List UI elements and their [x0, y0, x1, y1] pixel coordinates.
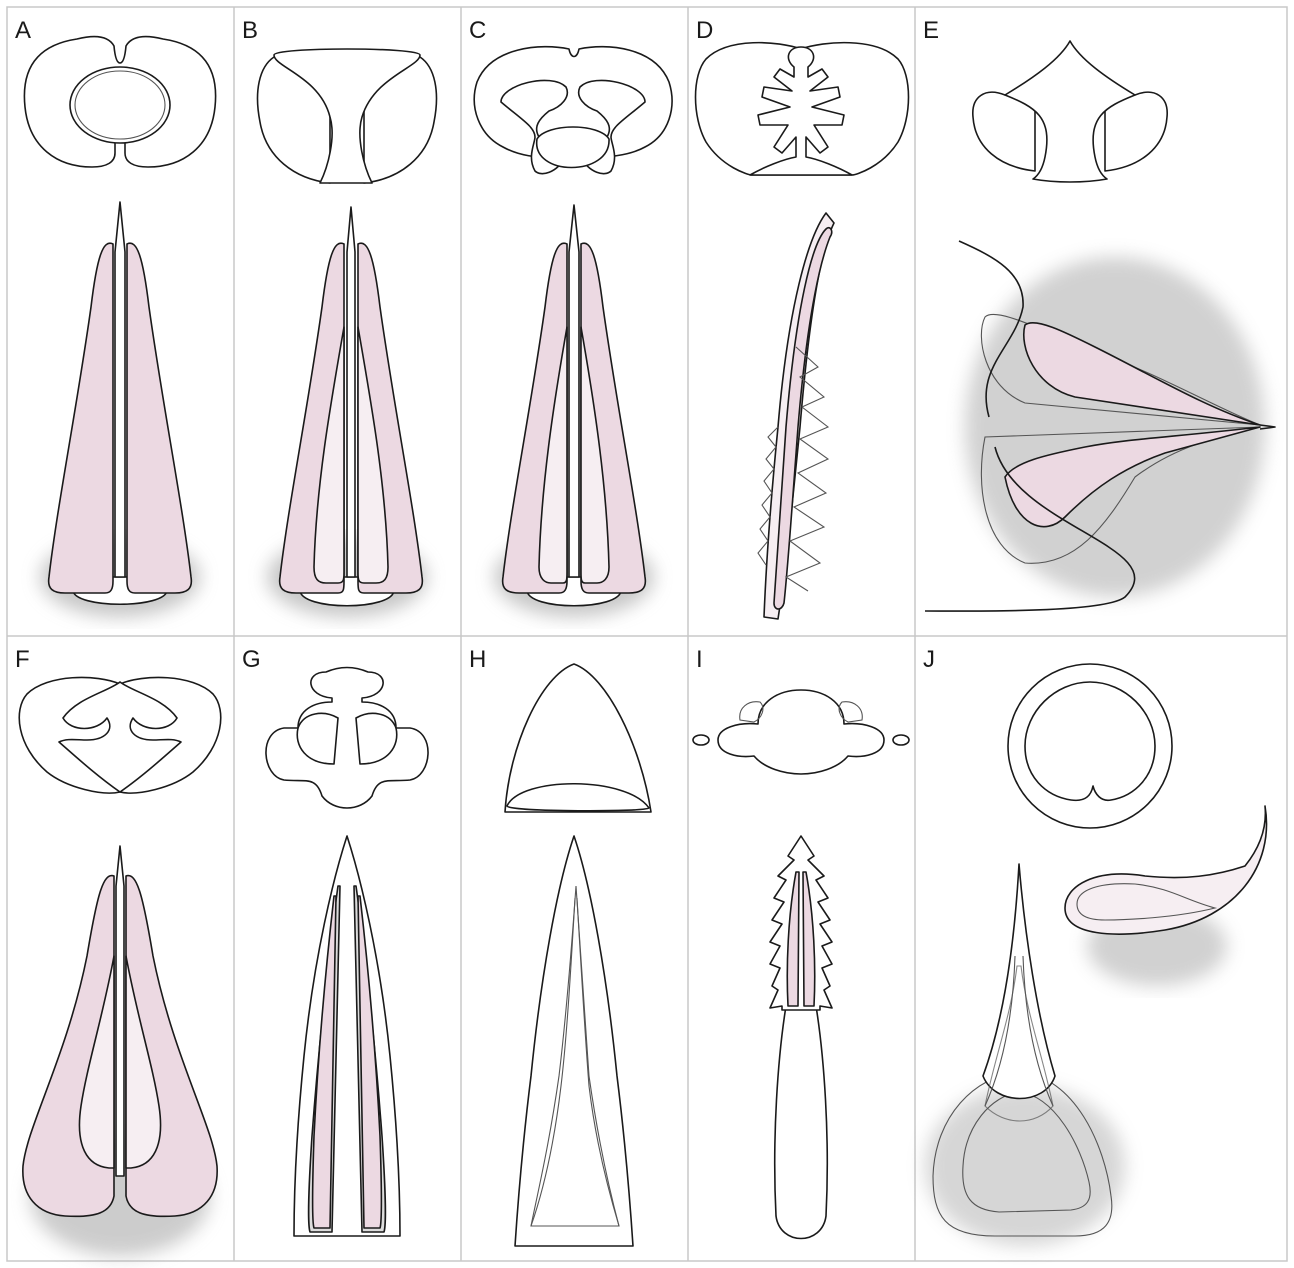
panel-b: B: [234, 7, 461, 636]
right-stylet: [127, 243, 191, 593]
panel-j: J: [915, 636, 1287, 1261]
panel-h: H: [461, 636, 688, 1261]
outer-sheath: [515, 836, 633, 1246]
stylet-tip: [347, 207, 355, 577]
stylet-tip: [569, 205, 579, 577]
lumen: [1025, 682, 1155, 800]
panel-c: C: [461, 7, 688, 636]
channel: [274, 49, 420, 183]
cross-section: [718, 690, 884, 774]
tip: [116, 846, 124, 1176]
panel-d: D: [688, 7, 915, 636]
panel-f-art: [7, 636, 234, 1261]
panel-i: I: [688, 636, 915, 1261]
panel-h-art: [461, 636, 688, 1261]
cross-section: [505, 664, 651, 812]
panel-j-art: [915, 636, 1287, 1261]
panel-a-art: [7, 7, 234, 636]
panel-c-art: [461, 7, 688, 636]
dorsal-cap: [1005, 41, 1135, 182]
cross-section: [266, 668, 428, 809]
central-lumen: [70, 67, 170, 143]
tip: [983, 864, 1055, 1099]
shaft: [775, 1006, 828, 1239]
panel-g: G: [234, 636, 461, 1261]
serrated-stylet: [770, 836, 832, 1010]
panel-f: F: [7, 636, 234, 1261]
panel-a: A: [7, 7, 234, 636]
panel-i-art: [688, 636, 915, 1261]
stylet-tip: [115, 202, 125, 577]
curved-hook: [1065, 806, 1267, 934]
branched-lumen: [750, 47, 852, 175]
panel-e: E: [915, 7, 1287, 636]
panel-b-art: [234, 7, 461, 636]
panel-e-art: [915, 7, 1287, 636]
cross-lumen: [59, 682, 181, 792]
panel-g-art: [234, 636, 461, 1261]
panel-d-art: [688, 7, 915, 636]
left-stylet: [49, 243, 113, 593]
